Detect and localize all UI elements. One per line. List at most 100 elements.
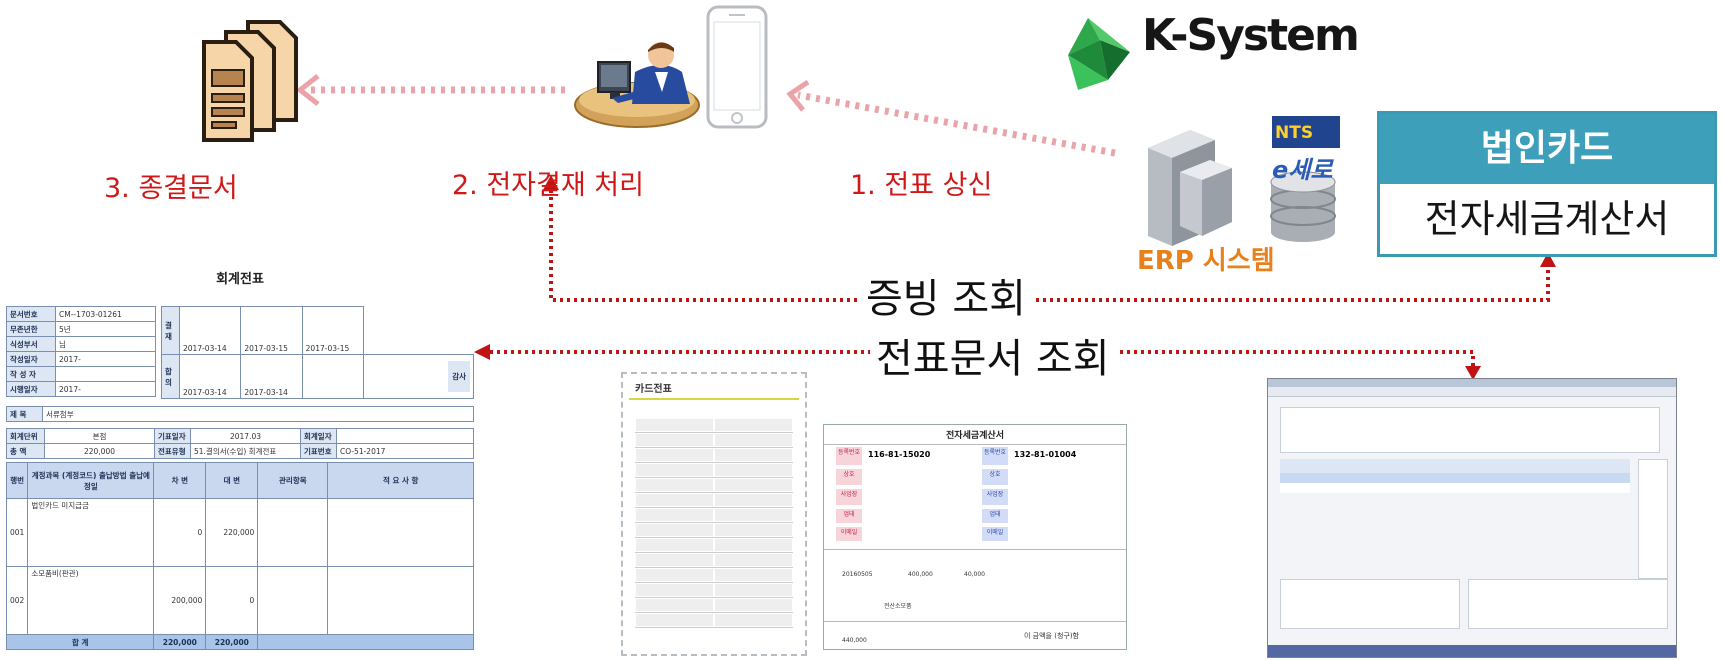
e-tax-invoice-label: 전자세금계산서 — [1424, 197, 1670, 241]
tax-invoice-document: 전자세금계산서 등록번호 116-81-15020 등록번호 132-81-01… — [823, 424, 1127, 650]
slip-approval-table: 결재 2017-03-14 2017-03-15 2017-03-15 합의 2… — [161, 306, 474, 399]
approval-blank — [363, 306, 474, 355]
corporate-card-label: 법인카드 — [1380, 114, 1714, 184]
approval-side-label: 결재 — [161, 306, 180, 355]
audit-label: 감사 — [448, 361, 470, 392]
total-debit: 220,000 — [153, 634, 207, 650]
summary-label: 회계단위 — [6, 428, 45, 444]
table-row: 001 법인카드 미지급금 0 220,000 — [5, 498, 474, 567]
total-label: 합 계 — [5, 634, 155, 650]
subject-label: 제 목 — [6, 406, 43, 422]
row-credit: 0 — [205, 566, 259, 635]
column-header: 행번 — [5, 462, 29, 499]
voucher-query-label: 전표문서 조회 — [870, 326, 1116, 384]
supplier-number: 116-81-15020 — [868, 450, 931, 459]
invoice-tax: 40,000 — [964, 571, 985, 578]
field-label: 문서번호 — [6, 306, 56, 322]
field-value: 2017- — [55, 351, 156, 367]
summary-value: 본점 — [44, 428, 155, 444]
summary-value: CO-51-2017 — [336, 443, 474, 459]
card-slip-row — [635, 433, 793, 448]
buyer-name-label: 상호 — [982, 469, 1008, 485]
erp-detail-right — [1468, 579, 1668, 629]
summary-label: 전표유형 — [154, 443, 191, 459]
column-header: 계정과목 (계정코드) 출납방법 출납예정일 — [27, 462, 155, 499]
k-system-logo-text: K-System — [1142, 10, 1360, 61]
field-label: 작성일자 — [6, 351, 56, 367]
card-slip-row — [635, 478, 793, 493]
subject-value: 서류첨부 — [42, 406, 474, 422]
summary-value: 51.결의서(수입) 회계전표 — [190, 443, 301, 459]
card-slip-row — [635, 598, 793, 613]
row-account: 소모품비(판관) — [27, 566, 155, 635]
row-debit: 200,000 — [153, 566, 207, 635]
erp-grid-header — [1280, 459, 1630, 473]
buyer-number: 132-81-01004 — [1014, 450, 1077, 459]
card-slip-row — [635, 418, 793, 433]
card-slip-row — [635, 553, 793, 568]
evidence-query-line — [549, 183, 1550, 302]
approval-blank — [301, 354, 365, 399]
total-blank — [257, 634, 474, 650]
invoice-total: 440,000 — [842, 637, 867, 644]
card-slip-row — [635, 613, 793, 628]
slip-subject-table: 제 목 서류첨부 — [6, 406, 474, 422]
evidence-arrowhead-left — [543, 175, 559, 190]
field-value: 2017- — [55, 381, 156, 397]
audit-cell: 감사 — [363, 354, 474, 399]
voucher-arrowhead-left — [474, 344, 490, 360]
card-slip-row — [635, 568, 793, 583]
evidence-query-label: 증빙 조회 — [860, 266, 1032, 324]
arrowhead-phone — [786, 79, 810, 112]
row-number: 002 — [5, 566, 29, 635]
buyer-addr-label: 사업장 — [982, 489, 1008, 505]
supplier-biz-label: 업태 — [836, 509, 862, 523]
smartphone-icon — [706, 5, 768, 129]
invoice-date: 20160505 — [842, 571, 873, 578]
summary-value: 2017.03 — [190, 428, 301, 444]
field-value: 5년 — [55, 321, 156, 337]
approval-date: 2017-03-15 — [240, 306, 303, 355]
row-remarks — [327, 498, 474, 567]
buyer-biz-label: 업태 — [982, 509, 1008, 523]
erp-grid-row — [1280, 473, 1630, 483]
slip-entries-table: 행번 계정과목 (계정코드) 출납방법 출납예정일 차 변 대 변 관리항목 적… — [5, 462, 474, 650]
accounting-slip-title: 회계전표 — [216, 272, 264, 287]
spacer — [623, 400, 805, 418]
erp-system-label: ERP 시스템 — [1137, 246, 1275, 276]
nts-text: NTS — [1275, 123, 1314, 143]
erp-grid-row — [1280, 483, 1630, 493]
summary-label: 기표번호 — [300, 443, 337, 459]
erp-detail-left — [1280, 579, 1460, 629]
step-2-label: 2. 전자결재 처리 — [452, 170, 644, 201]
approval-date: 2017-03-15 — [301, 306, 365, 355]
summary-label: 기표일자 — [154, 428, 191, 444]
arrowhead-closed-docs — [295, 74, 320, 106]
invoice-footer: 이 금액을 (청구)함 — [1024, 632, 1079, 640]
row-debit: 0 — [153, 498, 207, 567]
row-management — [257, 498, 329, 567]
erp-toolbar — [1268, 387, 1676, 397]
summary-label: 총 액 — [6, 443, 45, 459]
tax-invoice-title: 전자세금계산서 — [824, 425, 1126, 445]
buyer-label: 등록번호 — [982, 447, 1008, 465]
card-slip-row — [635, 523, 793, 538]
buyer-email-label: 이메일 — [982, 527, 1008, 541]
server-icon — [1148, 130, 1232, 246]
row-number: 001 — [5, 498, 29, 567]
invoice-divider — [824, 549, 1126, 550]
field-label: 무존년한 — [6, 321, 56, 337]
card-slip-title: 카드전표 — [629, 374, 799, 400]
row-management — [257, 566, 329, 635]
row-account: 법인카드 미지급금 — [27, 498, 155, 567]
voucher-query-line — [490, 350, 1475, 372]
invoice-divider — [824, 621, 1126, 622]
card-slip-row — [635, 508, 793, 523]
arrow-to-phone — [797, 91, 1116, 157]
erp-screen-thumbnail — [1267, 378, 1677, 658]
documents-icon — [202, 20, 298, 142]
column-header: 차 변 — [153, 462, 207, 499]
